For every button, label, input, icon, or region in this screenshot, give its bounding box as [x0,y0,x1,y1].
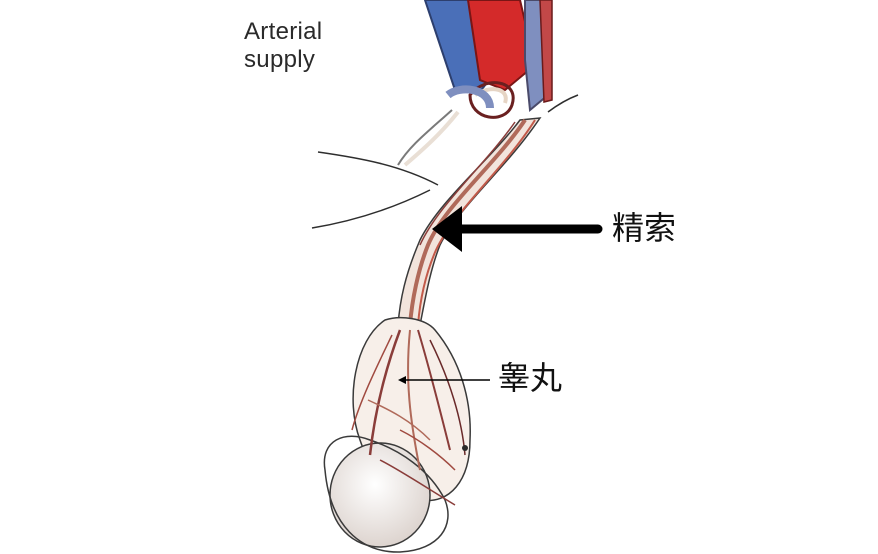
abdominal-wall [311,94,579,229]
small-artery-shape [539,0,553,103]
testis-label: 睾丸 [498,359,563,397]
arterial-supply-label: Arterial supply [244,18,374,74]
spermatic-cord-shape [397,117,542,326]
testis-pointer [398,376,490,384]
spermatic-cord-pointer [432,206,603,252]
testis-shape [323,317,471,553]
major-vessels [423,0,553,112]
arterial-supply-line-2: supply [244,46,316,73]
arterial-supply-line-1: Arterial [244,18,323,45]
vessel-branches [397,81,515,167]
spermatic-cord-label: 精索 [612,209,677,247]
artery-shape [466,0,537,92]
